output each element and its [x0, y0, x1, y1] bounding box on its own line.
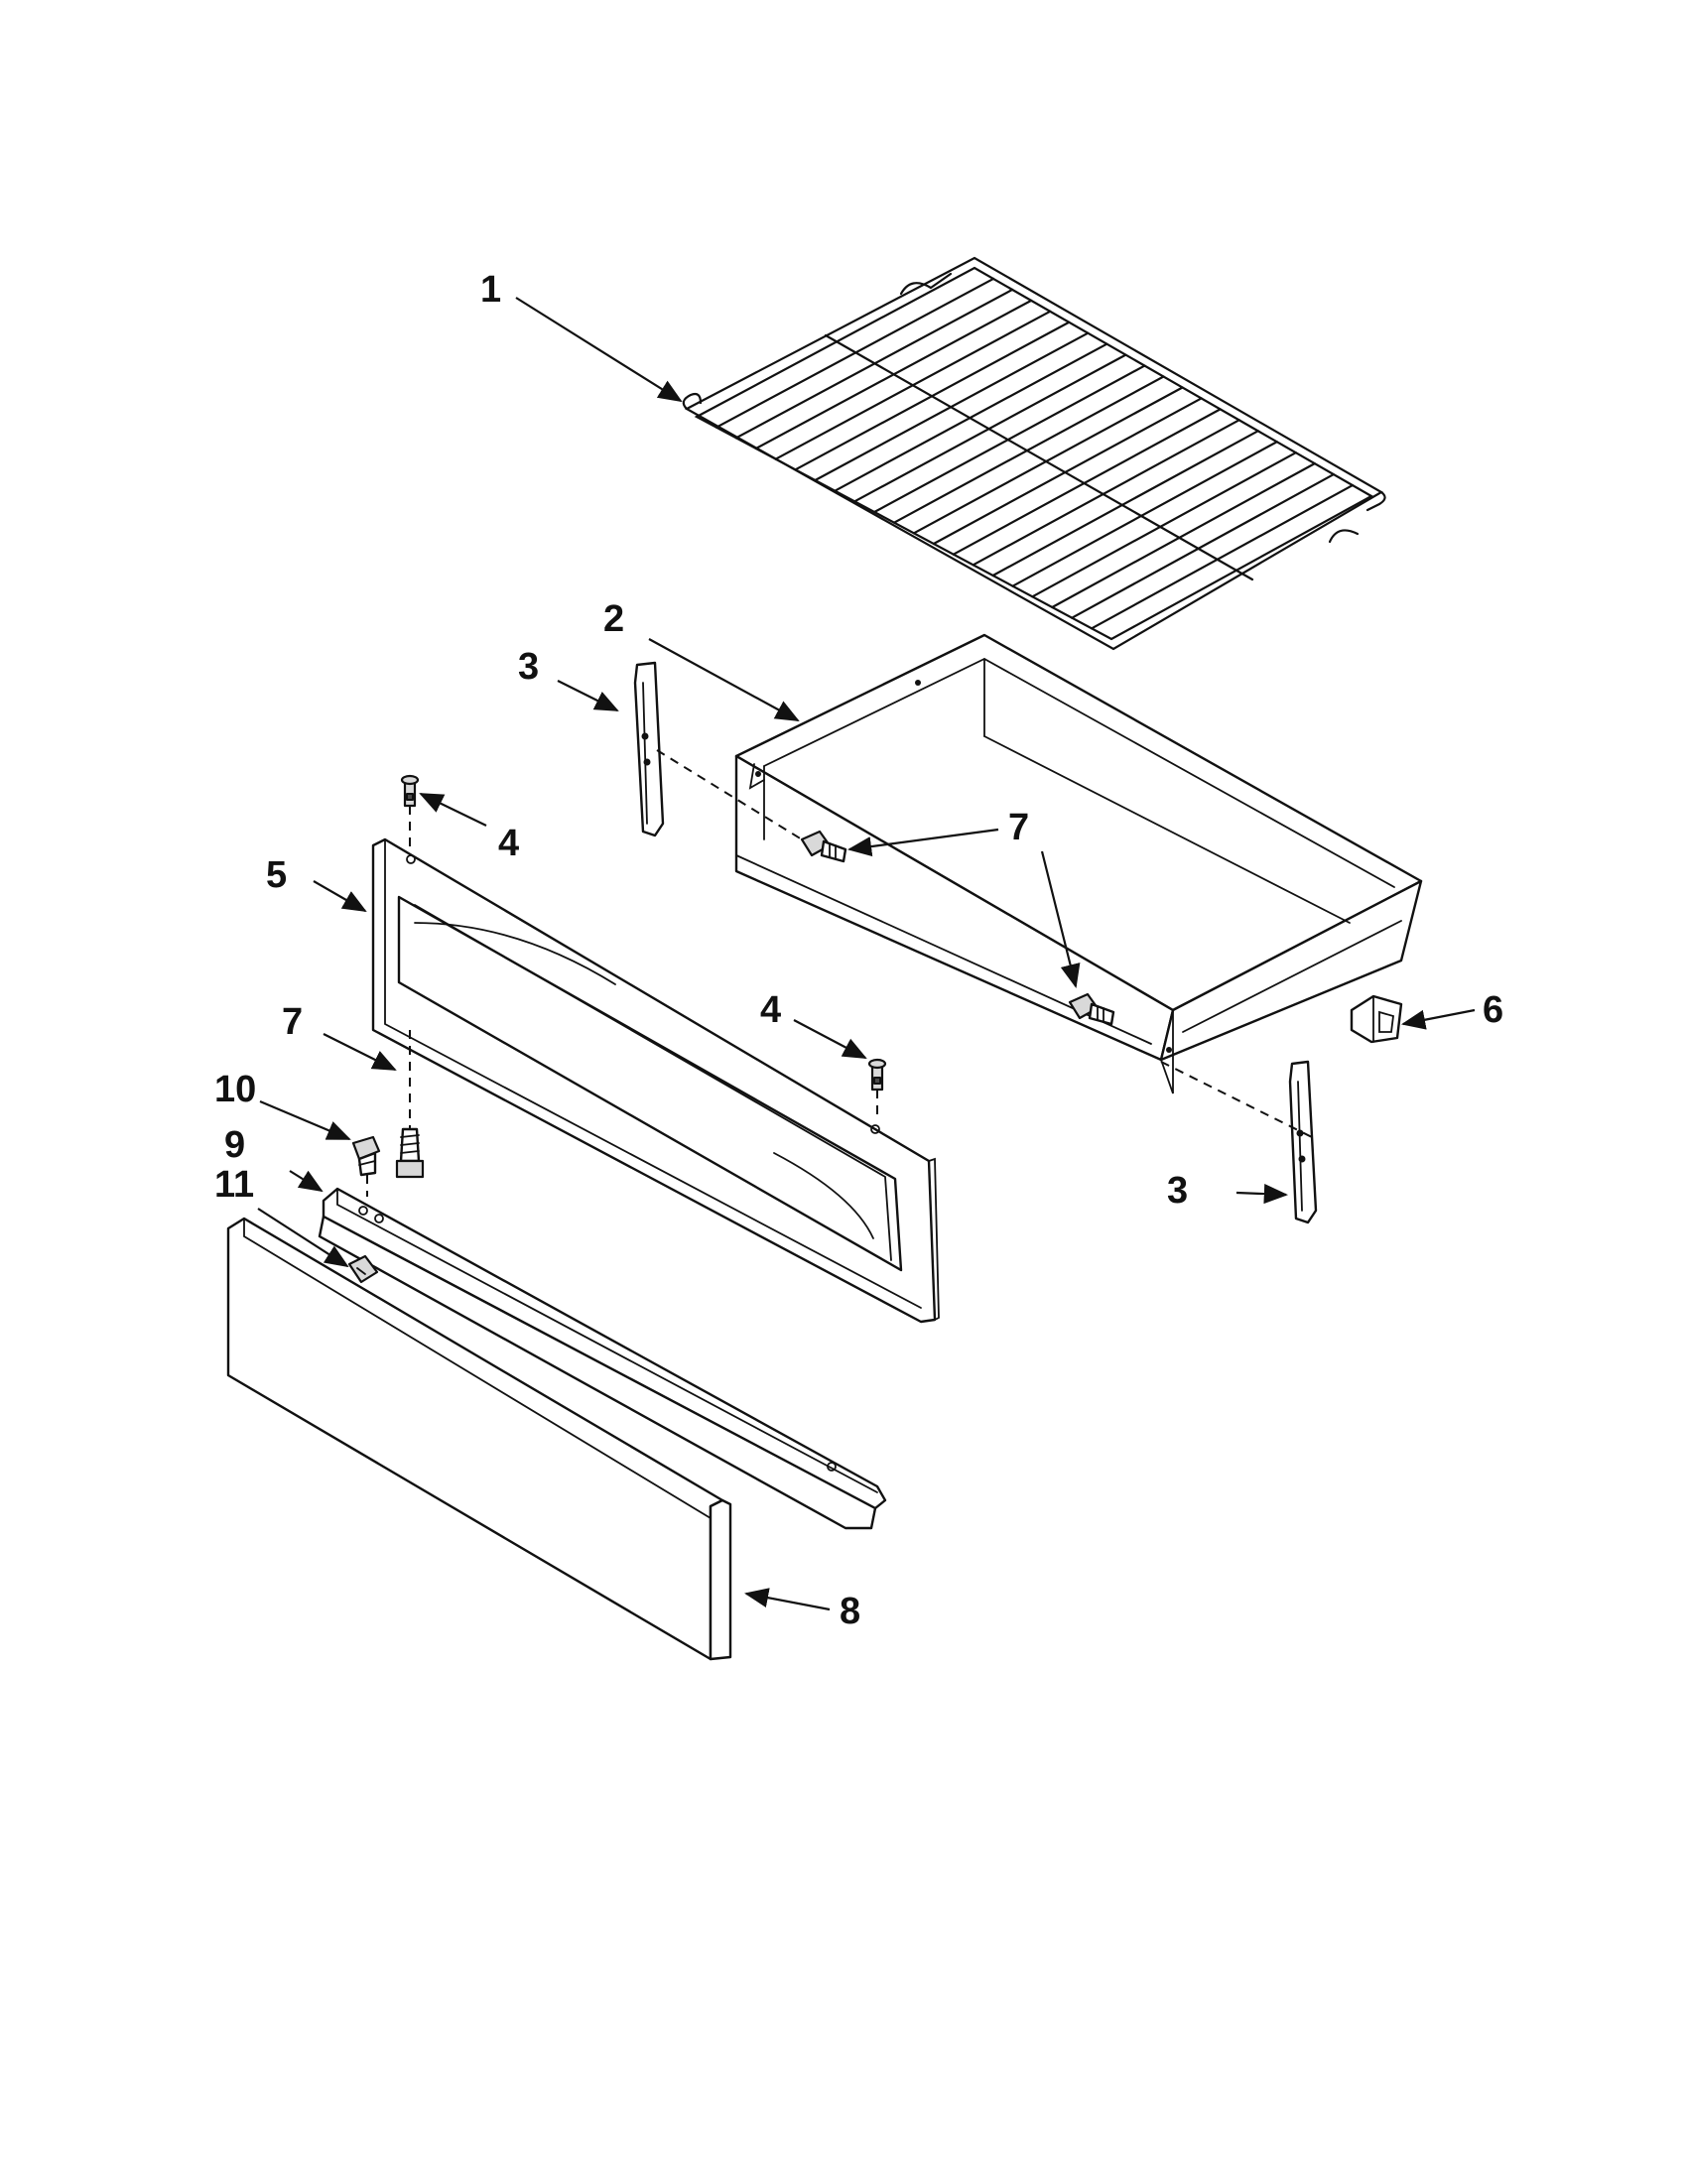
callout-4-upper: 4: [498, 823, 519, 864]
rack-bar: [952, 408, 1222, 556]
rack-bar: [1071, 472, 1336, 619]
screw-pan-left: [800, 830, 847, 863]
drawer-slide-right: [1288, 1060, 1318, 1224]
callout-7-pan: 7: [1008, 807, 1029, 848]
rack-bar: [853, 353, 1127, 503]
rack-bar: [912, 386, 1184, 535]
stud-left: [400, 774, 420, 808]
callout-8: 8: [840, 1591, 860, 1632]
callout-labels: 1 2 3 3 4 4 5 6 7 7 8 9 10 11: [214, 269, 1503, 1632]
storage-drawer-front: [226, 1217, 732, 1661]
clip: [1350, 994, 1403, 1044]
alignment-lines: [366, 749, 1317, 1197]
leader-arrows: [257, 297, 1476, 1611]
rack-bar: [734, 288, 1014, 440]
rack-bar: [814, 331, 1090, 482]
rack-bar: [1011, 441, 1278, 587]
rack-bar: [991, 430, 1259, 578]
rack-bar: [774, 310, 1052, 460]
bracket-rail: [318, 1187, 887, 1530]
callout-4-lower: 4: [760, 989, 781, 1031]
callout-10: 10: [214, 1069, 256, 1110]
stud-right: [867, 1058, 887, 1092]
rack-bar: [754, 299, 1033, 450]
callout-6: 6: [1483, 989, 1503, 1031]
callout-3-upper: 3: [518, 646, 539, 688]
rack-bar: [1031, 451, 1297, 598]
callout-9: 9: [224, 1124, 245, 1166]
oven-rack: [682, 256, 1386, 651]
rack-bar: [1051, 462, 1316, 609]
rack-bar: [932, 397, 1203, 546]
rack-bar: [1090, 483, 1355, 630]
rack-bar: [834, 342, 1108, 492]
callout-1: 1: [480, 269, 501, 311]
rack-bar: [873, 364, 1146, 514]
rack-bar: [892, 375, 1165, 524]
callout-3-lower: 3: [1167, 1170, 1188, 1212]
drawer-front-panel: [371, 837, 940, 1324]
screw-front-panel: [395, 1127, 425, 1179]
retainer: [347, 1254, 379, 1284]
drawer-pan: [734, 633, 1423, 1094]
callout-11: 11: [214, 1164, 254, 1206]
drawer-slide-left: [633, 661, 665, 837]
callout-5: 5: [266, 854, 287, 896]
rack-bar: [794, 321, 1071, 471]
callout-7-panel: 7: [282, 1001, 303, 1043]
screw-pan-right: [1068, 992, 1115, 1026]
rack-bar: [714, 277, 995, 429]
rack-bar: [972, 419, 1240, 567]
bolt: [351, 1135, 381, 1177]
callout-2: 2: [603, 598, 624, 640]
